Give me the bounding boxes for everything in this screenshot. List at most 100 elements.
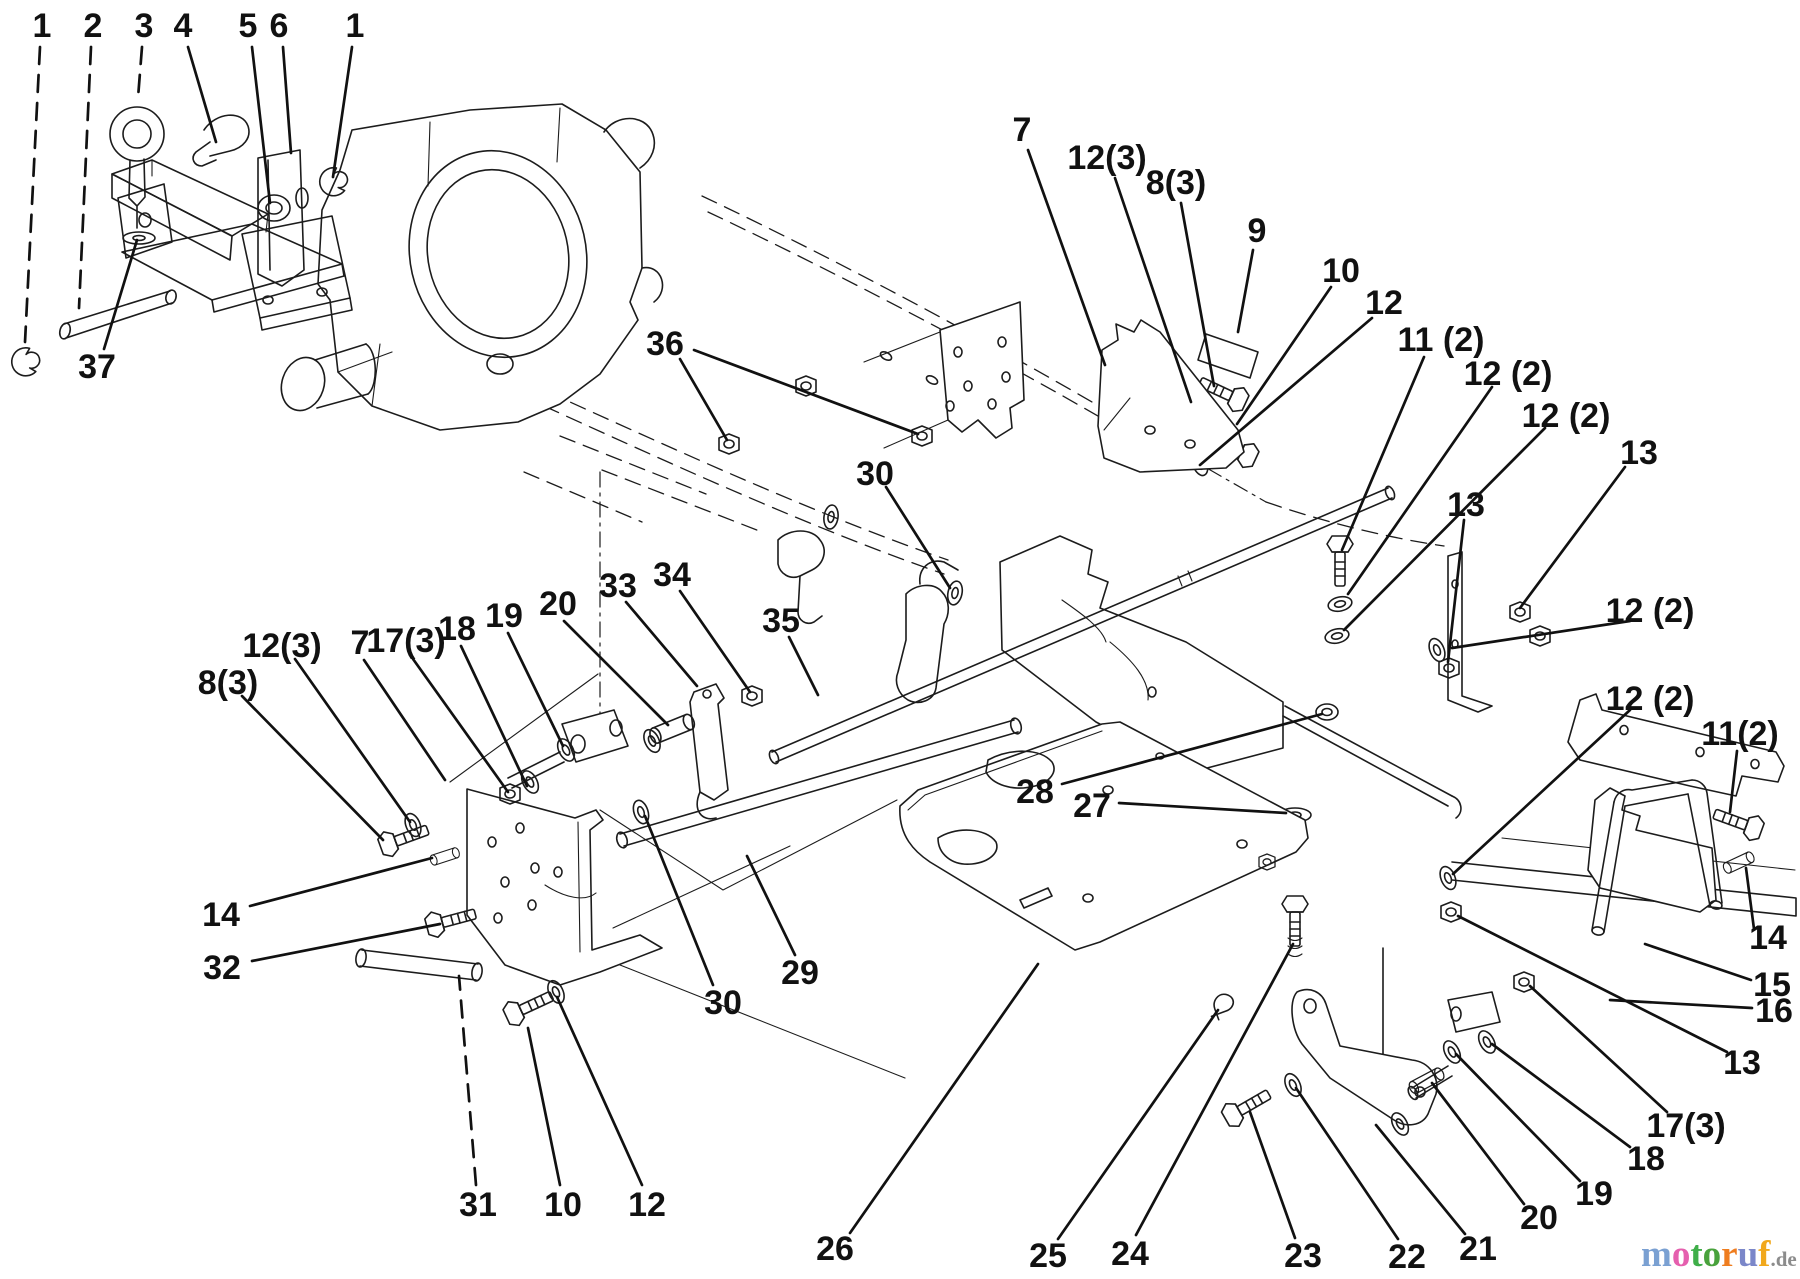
callout-50-173: 17(3)	[366, 622, 445, 660]
callout-29-18: 18	[1627, 1140, 1665, 1178]
callout-17-122: 12 (2)	[1464, 355, 1553, 393]
callout-5-6: 6	[270, 7, 289, 45]
frame-plates-center	[999, 319, 1462, 1073]
leader-line-37	[848, 962, 1040, 1235]
leader-line-14	[1235, 285, 1333, 426]
callout-22-122: 12 (2)	[1606, 680, 1695, 718]
leader-line-46	[250, 922, 442, 963]
callout-42-31: 31	[459, 1186, 497, 1224]
callout-37-26: 26	[816, 1230, 854, 1268]
callout-1-2: 2	[84, 7, 103, 45]
callout-13-9: 9	[1248, 212, 1267, 250]
logo-letter: f	[1758, 1234, 1771, 1275]
mounting-bracket-right	[718, 301, 1262, 479]
leader-line-11	[1113, 176, 1193, 404]
motoruf-logo[interactable]: motoruf.de	[1641, 1234, 1797, 1275]
callout-23-112: 11(2)	[1701, 715, 1779, 753]
leader-line-18	[1342, 426, 1547, 632]
callout-24-14: 14	[1749, 919, 1787, 957]
leader-line-23	[1728, 749, 1739, 814]
callout-52-19: 19	[485, 597, 523, 635]
callout-0-1: 1	[33, 7, 52, 45]
leader-line-45	[248, 856, 434, 908]
leader-line-13	[1236, 248, 1255, 334]
leader-line-12	[1179, 201, 1216, 388]
leader-line-26	[1608, 998, 1754, 1010]
leader-line-3	[186, 45, 218, 144]
callout-39-27: 27	[1073, 787, 1111, 825]
callout-30-19: 19	[1575, 1175, 1613, 1213]
callout-6-1: 1	[346, 7, 365, 45]
callout-14-10: 10	[1322, 252, 1360, 290]
leader-line-47	[240, 694, 385, 842]
leader-line-54	[624, 600, 699, 688]
callout-27-13: 13	[1723, 1044, 1761, 1082]
leader-line-53	[562, 619, 670, 727]
callout-21-122: 12 (2)	[1606, 592, 1695, 630]
callout-47-83: 8(3)	[198, 664, 258, 702]
leader-line-30	[1454, 1052, 1582, 1183]
callout-40-29: 29	[781, 954, 819, 992]
leader-line-25	[1643, 942, 1753, 982]
leader-line-21	[1450, 619, 1632, 650]
callout-7-37: 37	[78, 348, 116, 386]
leader-line-44	[555, 995, 644, 1187]
callout-15-12: 12	[1365, 284, 1403, 322]
callout-41-30: 30	[704, 984, 742, 1022]
leader-line-4	[250, 45, 272, 205]
leader-line-20	[1446, 518, 1466, 664]
leader-line-42	[457, 974, 478, 1187]
leader-line-34	[1248, 1110, 1297, 1240]
callout-31-20: 20	[1520, 1199, 1558, 1237]
callout-44-12: 12	[628, 1186, 666, 1224]
logo-letter: o	[1703, 1234, 1722, 1275]
callout-56-35: 35	[762, 602, 800, 640]
leader-line-52	[506, 631, 565, 748]
callout-51-18: 18	[438, 610, 476, 648]
callout-28-173: 17(3)	[1646, 1107, 1725, 1145]
callout-20-13: 13	[1447, 486, 1485, 524]
leader-line-17	[1346, 385, 1494, 596]
logo-letter: m	[1641, 1234, 1672, 1275]
callout-25-15: 15	[1753, 966, 1791, 1004]
leader-line-1	[77, 45, 93, 310]
leader-line-50	[411, 657, 510, 794]
callout-9-30: 30	[856, 455, 894, 493]
leader-line-28	[1528, 984, 1669, 1114]
callout-26-16: 16	[1755, 992, 1793, 1030]
callout-3-4: 4	[174, 7, 193, 45]
callout-43-10: 10	[544, 1186, 582, 1224]
leader-line-49	[362, 658, 447, 782]
leader-line-16	[1340, 355, 1426, 552]
leader-line-33	[1294, 1086, 1400, 1241]
callout-18-122: 12 (2)	[1522, 397, 1611, 435]
callout-49-7: 7	[351, 624, 370, 662]
leader-line-56	[787, 635, 820, 697]
leader-line-48	[293, 657, 412, 824]
leader-line-19	[1518, 465, 1627, 610]
skid-plate	[899, 721, 1535, 1139]
leader-line-2	[136, 45, 144, 100]
leader-line-36	[1056, 1008, 1220, 1241]
leader-line-8	[678, 357, 729, 442]
leader-line-27	[1456, 914, 1729, 1054]
leader-line-7	[102, 238, 139, 351]
callout-53-20: 20	[539, 585, 577, 623]
callout-48-123: 12(3)	[242, 627, 321, 665]
motoruf-logo-link[interactable]: motoruf.de	[1641, 1234, 1797, 1275]
leader-line-32	[1374, 1123, 1467, 1236]
leader-line-9	[884, 485, 952, 590]
leader-line-31	[1430, 1081, 1526, 1206]
leader-line-0	[23, 45, 42, 344]
callout-8-36: 36	[646, 325, 684, 363]
logo-suffix: .de	[1771, 1247, 1797, 1271]
hitch-bracket-assembly	[7, 106, 353, 380]
transaxle-housing	[241, 103, 664, 431]
leader-line-22	[1451, 708, 1632, 876]
callout-19-13: 13	[1620, 434, 1658, 472]
leader-line-8	[692, 348, 920, 436]
leader-line-6	[331, 45, 354, 179]
callout-55-34: 34	[653, 556, 691, 594]
callout-36-25: 25	[1029, 1237, 1067, 1275]
